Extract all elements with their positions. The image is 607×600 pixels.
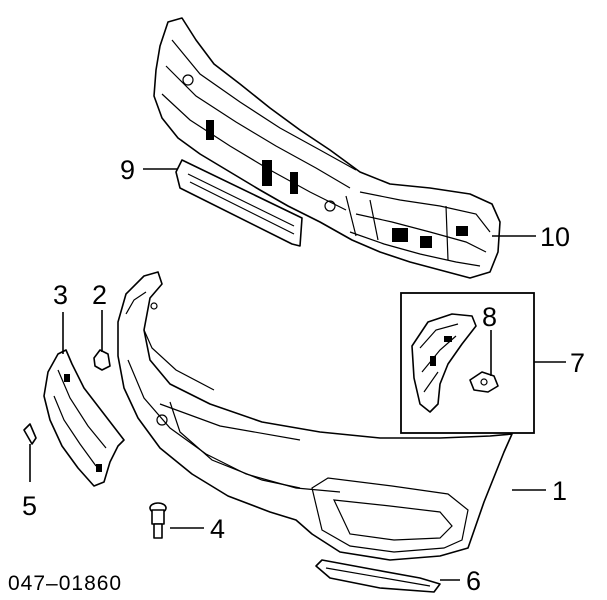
callout-8: 8 [482,302,497,332]
part-10-bumper-reinforcement [153,17,501,279]
part-4-fastener [149,502,167,539]
callout-10: 10 [540,222,570,252]
part-2-clip [93,349,111,371]
leader-lines [29,168,566,581]
part-3-bumper-corner [43,349,125,487]
part-8-clip [469,371,499,393]
callout-5: 5 [22,491,37,521]
callout-7: 7 [570,348,585,378]
part-7-detail-box [400,292,535,434]
part-1-bumper-cover [117,271,513,561]
callout-4: 4 [210,514,225,544]
callout-9: 9 [120,155,135,185]
part-5-bracket [23,423,37,445]
part-6-lower-trim [315,559,441,593]
callout-2: 2 [92,280,107,310]
callout-1: 1 [552,476,567,506]
callout-6: 6 [466,566,481,596]
diagram-part-number: 047–01860 [8,572,122,595]
callout-3: 3 [53,280,68,310]
part-9-reinforcement-strip [175,159,303,247]
